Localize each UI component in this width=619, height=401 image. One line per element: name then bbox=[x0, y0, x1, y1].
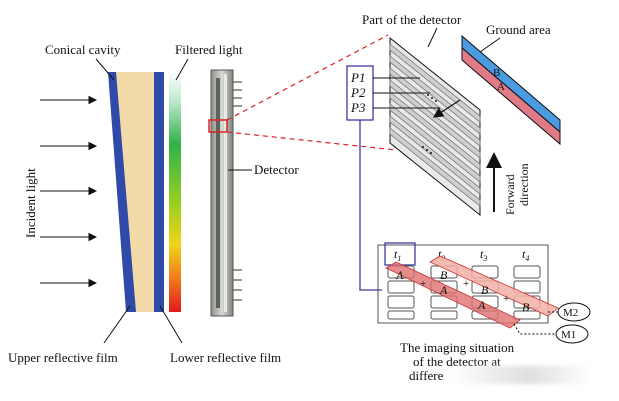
p3-label: P3 bbox=[350, 100, 366, 115]
ground-b-label: B bbox=[493, 67, 500, 79]
pbox-to-t1-connector bbox=[359, 120, 382, 291]
seq-a1: A bbox=[395, 268, 404, 282]
caption-line-3: differe bbox=[409, 368, 444, 383]
zoom-lines bbox=[226, 34, 397, 151]
caption-line-1: The imaging situation bbox=[400, 340, 515, 355]
seq-plus-3: + bbox=[503, 293, 509, 305]
m1-label: M1 bbox=[561, 329, 576, 341]
ground-area-label: Ground area bbox=[486, 22, 551, 37]
filtered-light-spectrum bbox=[169, 72, 181, 312]
ground-area-band bbox=[461, 34, 561, 146]
upper-film-label: Upper reflective film bbox=[8, 350, 118, 365]
p1-label: P1 bbox=[350, 70, 365, 85]
seq-b2: B bbox=[481, 283, 489, 297]
detector-label: Detector bbox=[254, 162, 299, 177]
conical-cavity-pointer bbox=[95, 58, 115, 81]
lower-film-pointer bbox=[159, 305, 183, 344]
p2-label: P2 bbox=[350, 85, 366, 100]
conical-cavity-label: Conical cavity bbox=[45, 42, 121, 57]
lower-reflective-film bbox=[154, 72, 164, 312]
part-of-detector-label: Part of the detector bbox=[362, 12, 462, 27]
ground-area-pointer bbox=[479, 37, 501, 53]
incident-light-arrows bbox=[40, 95, 98, 288]
upper-reflective-film bbox=[108, 72, 136, 312]
conical-cavity bbox=[110, 72, 156, 312]
imaging-arrow bbox=[432, 99, 461, 118]
seq-a3: A bbox=[477, 298, 486, 312]
seq-plus-1: + bbox=[420, 278, 426, 290]
filtered-light-pointer bbox=[175, 58, 189, 81]
t4-label: t4 bbox=[522, 247, 529, 263]
seq-b3: B bbox=[522, 300, 530, 314]
band-m2 bbox=[429, 255, 559, 317]
m1-ellipse bbox=[555, 324, 589, 344]
forward-label: Forward bbox=[503, 174, 517, 215]
lower-film-label: Lower reflective film bbox=[170, 350, 281, 365]
m2-label: M2 bbox=[563, 307, 578, 319]
blurred-caption-overlay bbox=[452, 366, 592, 384]
t1-label: t1 bbox=[394, 247, 401, 263]
upper-film-pointer bbox=[103, 305, 131, 344]
incident-light-label: Incident light bbox=[23, 168, 38, 238]
caption-line-2: of the detector at bbox=[413, 354, 501, 369]
detector-highlight-box bbox=[208, 119, 228, 133]
ground-a-label: A bbox=[497, 81, 505, 93]
detector-assembly bbox=[208, 69, 242, 317]
band-m1 bbox=[385, 261, 521, 329]
t3-label: t3 bbox=[480, 247, 487, 263]
pixel-row-lines bbox=[373, 77, 440, 109]
time-frame-outer bbox=[377, 244, 549, 324]
filtered-light-label: Filtered light bbox=[175, 42, 243, 57]
seq-b1: B bbox=[440, 268, 448, 282]
direction-label: direction bbox=[517, 163, 531, 206]
m2-ellipse bbox=[557, 302, 591, 322]
seq-a2: A bbox=[439, 283, 448, 297]
detector-part-panel bbox=[389, 36, 481, 217]
part-of-detector-pointer bbox=[427, 27, 438, 48]
seq-plus-2: + bbox=[463, 278, 469, 290]
